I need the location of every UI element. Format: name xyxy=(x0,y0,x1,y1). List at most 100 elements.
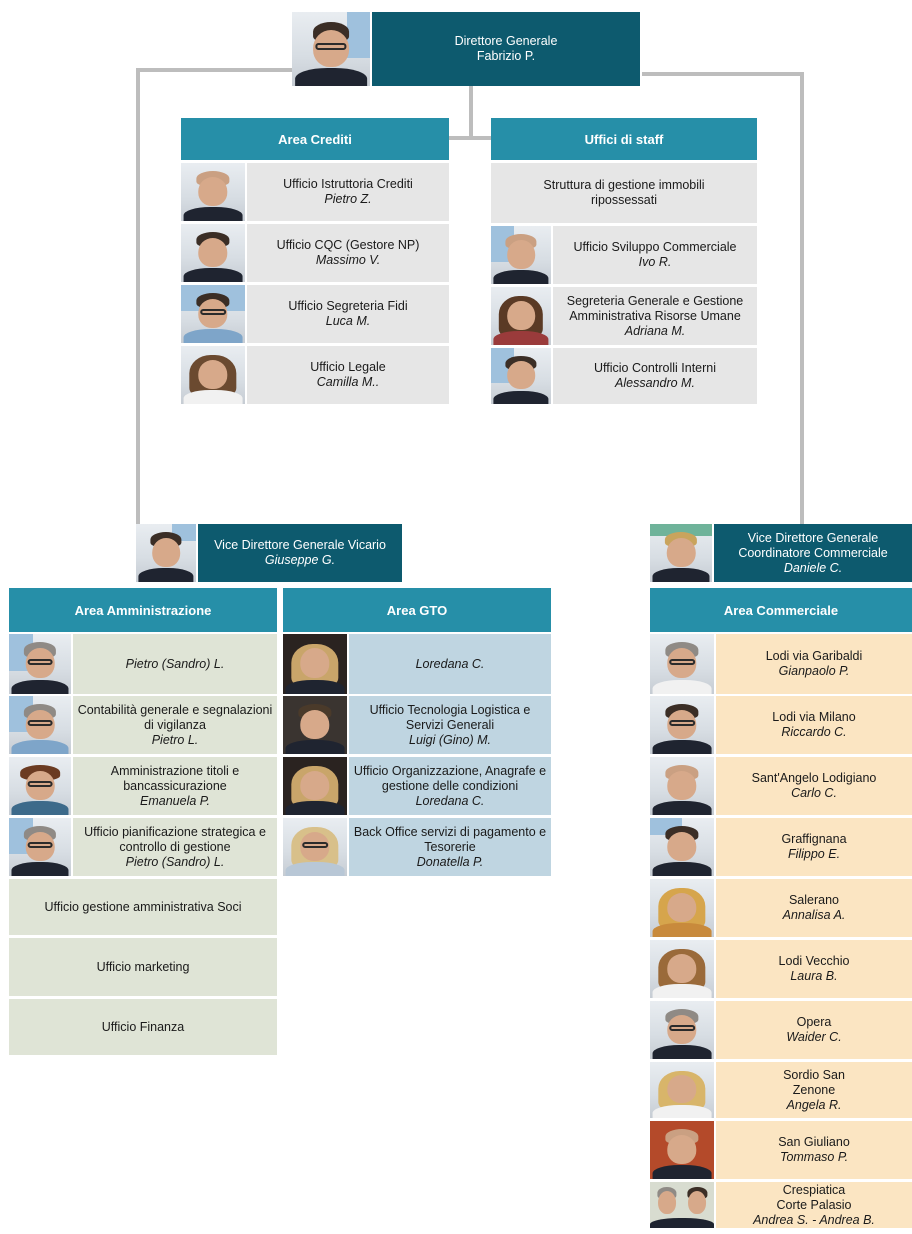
amm-photo-3 xyxy=(9,757,71,815)
vice-vicario-box: Vice Direttore Generale Vicario Giuseppe… xyxy=(198,524,402,582)
comm-item-name: Waider C. xyxy=(786,1030,842,1044)
comm-item-name: Annalisa A. xyxy=(782,908,846,922)
vice-commerciale-name: Daniele C. xyxy=(783,560,843,575)
comm-item-title: Lodi via Milano xyxy=(772,710,856,724)
gto-item-name: Loredana C. xyxy=(415,656,485,671)
amm-item-2: Contabilità generale e segnalazioni di v… xyxy=(73,696,277,754)
crediti-photo-1 xyxy=(181,163,245,221)
director-box: Direttore Generale Fabrizio P. xyxy=(372,12,640,86)
connector-center-vertical xyxy=(469,86,473,138)
staff-item-name: Ivo R. xyxy=(638,255,672,269)
comm-item-name: Gianpaolo P. xyxy=(778,664,850,678)
staff-item-2: Ufficio Sviluppo Commerciale Ivo R. xyxy=(553,226,757,284)
comm-photo-9 xyxy=(650,1121,714,1179)
amm-item-title: Ufficio pianificazione strategica e cont… xyxy=(84,824,266,854)
staff-photo-2 xyxy=(491,226,551,284)
vice-commerciale-title: Vice Direttore Generale Coordinatore Com… xyxy=(738,530,888,560)
gto-photo-1 xyxy=(283,634,347,694)
staff-item-1: Struttura di gestione immobili ripossess… xyxy=(491,163,757,223)
gto-item-title: Ufficio Organizzazione, Anagrafe e gesti… xyxy=(353,763,547,793)
area-amministrazione-header: Area Amministrazione xyxy=(9,588,277,632)
amm-photo-2 xyxy=(9,696,71,754)
comm-item-8: Sordio San Zenone Angela R. xyxy=(716,1062,912,1118)
comm-item-name: Filippo E. xyxy=(787,847,841,861)
crediti-item-2: Ufficio CQC (Gestore NP) Massimo V. xyxy=(247,224,449,282)
area-commerciale-header: Area Commerciale xyxy=(650,588,912,632)
comm-item-title: Crespiatica Corte Palasio xyxy=(776,1182,852,1212)
gto-item-2: Ufficio Tecnologia Logistica e Servizi G… xyxy=(349,696,551,754)
crediti-item-name: Camilla M.. xyxy=(316,375,380,389)
comm-photo-6 xyxy=(650,940,714,998)
comm-item-name: Tommaso P. xyxy=(779,1150,849,1164)
amm-item-5: Ufficio gestione amministrativa Soci xyxy=(9,879,277,935)
comm-photo-3 xyxy=(650,757,714,815)
director-title: Direttore Generale xyxy=(454,34,558,48)
amm-item-3: Amministrazione titoli e bancassicurazio… xyxy=(73,757,277,815)
amm-item-title: Ufficio marketing xyxy=(96,959,190,974)
amm-item-7: Ufficio Finanza xyxy=(9,999,277,1055)
staff-item-title: Struttura di gestione immobili ripossess… xyxy=(543,178,705,207)
staff-item-name: Alessandro M. xyxy=(615,376,695,390)
crediti-photo-4 xyxy=(181,346,245,404)
crediti-photo-3 xyxy=(181,285,245,343)
comm-item-title: Sant'Angelo Lodigiano xyxy=(751,771,877,785)
comm-item-5: Salerano Annalisa A. xyxy=(716,879,912,937)
crediti-photo-2 xyxy=(181,224,245,282)
comm-item-name: Laura B. xyxy=(790,969,838,983)
comm-item-title: Lodi via Garibaldi xyxy=(765,649,863,663)
comm-photo-10 xyxy=(650,1182,714,1228)
vice-vicario-photo xyxy=(136,524,196,582)
staff-item-3: Segreteria Generale e Gestione Amministr… xyxy=(553,287,757,345)
comm-item-4: Graffignana Filippo E. xyxy=(716,818,912,876)
crediti-item-4: Ufficio Legale Camilla M.. xyxy=(247,346,449,404)
comm-photo-7 xyxy=(650,1001,714,1059)
staff-item-4: Ufficio Controlli Interni Alessandro M. xyxy=(553,348,757,404)
director-photo xyxy=(292,12,370,86)
crediti-item-3: Ufficio Segreteria Fidi Luca M. xyxy=(247,285,449,343)
connector-left-top xyxy=(136,68,294,72)
staff-photo-3 xyxy=(491,287,551,345)
amm-item-name: Emanuela P. xyxy=(140,793,210,808)
comm-item-title: Salerano xyxy=(788,893,840,907)
comm-item-title: Sordio San Zenone xyxy=(783,1067,845,1097)
gto-item-name: Donatella P. xyxy=(416,854,484,869)
amm-item-name: Pietro (Sandro) L. xyxy=(125,854,225,869)
amm-item-name: Pietro L. xyxy=(151,732,199,747)
gto-item-4: Back Office servizi di pagamento e Tesor… xyxy=(349,818,551,876)
comm-item-3: Sant'Angelo Lodigiano Carlo C. xyxy=(716,757,912,815)
vice-commerciale-photo xyxy=(650,524,712,582)
uffici-staff-header: Uffici di staff xyxy=(491,118,757,160)
comm-item-title: Opera xyxy=(796,1015,832,1029)
vice-vicario-title: Vice Direttore Generale Vicario xyxy=(214,538,386,552)
area-gto-header: Area GTO xyxy=(283,588,551,632)
comm-item-1: Lodi via Garibaldi Gianpaolo P. xyxy=(716,634,912,694)
comm-photo-2 xyxy=(650,696,714,754)
crediti-item-1: Ufficio Istruttoria Crediti Pietro Z. xyxy=(247,163,449,221)
amm-photo-1 xyxy=(9,634,71,694)
gto-item-3: Ufficio Organizzazione, Anagrafe e gesti… xyxy=(349,757,551,815)
comm-item-title: San Giuliano xyxy=(778,1135,850,1149)
amm-item-title: Ufficio gestione amministrativa Soci xyxy=(44,899,242,914)
gto-photo-4 xyxy=(283,818,347,876)
director-name: Fabrizio P. xyxy=(476,49,536,63)
comm-item-title: Graffignana xyxy=(781,832,847,846)
crediti-item-title: Ufficio Istruttoria Crediti xyxy=(283,177,413,191)
connector-right-top xyxy=(642,72,804,76)
vice-vicario-name: Giuseppe G. xyxy=(264,553,336,567)
amm-photo-4 xyxy=(9,818,71,876)
crediti-item-name: Pietro Z. xyxy=(324,192,372,206)
gto-item-title: Ufficio Tecnologia Logistica e Servizi G… xyxy=(369,702,531,732)
amm-item-title: Amministrazione titoli e bancassicurazio… xyxy=(110,763,240,793)
gto-photo-2 xyxy=(283,696,347,754)
staff-item-title: Ufficio Sviluppo Commerciale xyxy=(573,240,737,254)
amm-item-1: Pietro (Sandro) L. xyxy=(73,634,277,694)
crediti-item-title: Ufficio Legale xyxy=(310,360,386,374)
gto-item-1: Loredana C. xyxy=(349,634,551,694)
connector-left-vertical xyxy=(136,68,140,524)
gto-item-title: Back Office servizi di pagamento e Tesor… xyxy=(353,824,547,854)
connector-center-horizontal xyxy=(449,136,493,140)
comm-photo-4 xyxy=(650,818,714,876)
amm-item-4: Ufficio pianificazione strategica e cont… xyxy=(73,818,277,876)
comm-item-name: Riccardo C. xyxy=(781,725,847,739)
comm-photo-8 xyxy=(650,1062,714,1118)
